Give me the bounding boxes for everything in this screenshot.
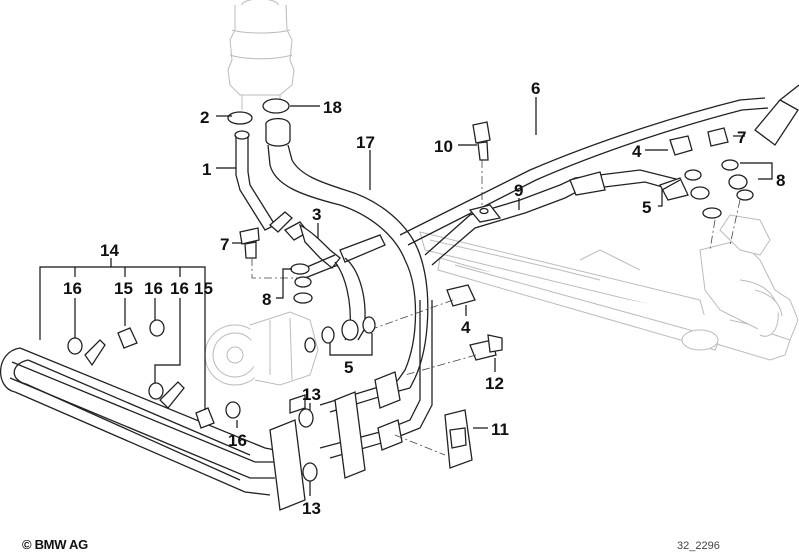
callout-13-bottom[interactable]: 13 <box>302 499 321 518</box>
callout-1[interactable]: 1 <box>202 160 211 179</box>
cooler-lines <box>319 300 433 459</box>
fluid-reservoir-ghost <box>227 0 295 110</box>
callout-13-top[interactable]: 13 <box>302 385 321 404</box>
callout-4-center[interactable]: 4 <box>461 318 471 337</box>
callout-7-left[interactable]: 7 <box>220 235 229 254</box>
line-9 <box>424 169 689 266</box>
callout-14[interactable]: 14 <box>100 241 119 260</box>
callout-16-b[interactable]: 16 <box>144 279 163 298</box>
callout-8-left[interactable]: 8 <box>262 290 271 309</box>
steering-gear-ghost <box>419 214 799 361</box>
callout-12[interactable]: 12 <box>485 374 504 393</box>
callout-4-right[interactable]: 4 <box>632 142 642 161</box>
callout-5-right[interactable]: 5 <box>642 198 651 217</box>
diagram-id: 32_2296 <box>677 540 720 552</box>
flange-plate <box>289 391 366 479</box>
callout-11[interactable]: 11 <box>491 420 509 439</box>
callout-9[interactable]: 9 <box>514 181 523 200</box>
callout-2[interactable]: 2 <box>200 108 209 127</box>
callout-15-b[interactable]: 15 <box>194 279 213 298</box>
callouts: 2 18 1 17 3 6 10 9 7 4 7 5 8 8 5 4 12 11… <box>63 79 785 518</box>
leader-lines <box>39 97 773 496</box>
callout-5-lower[interactable]: 5 <box>344 358 353 377</box>
oil-cooler-14 <box>0 339 306 511</box>
small-parts <box>67 98 754 482</box>
callout-10[interactable]: 10 <box>434 137 453 156</box>
clamp-11 <box>444 409 473 469</box>
callout-3[interactable]: 3 <box>312 205 321 224</box>
installation-lines <box>251 160 741 456</box>
callout-16-c[interactable]: 16 <box>170 279 189 298</box>
line-6 <box>399 84 799 246</box>
callout-16-d[interactable]: 16 <box>228 431 247 450</box>
callout-17[interactable]: 17 <box>356 133 375 152</box>
hose-1 <box>234 130 293 233</box>
copyright-label: © BMW AG <box>22 537 88 552</box>
callout-8-right[interactable]: 8 <box>776 171 785 190</box>
callout-18[interactable]: 18 <box>323 98 342 117</box>
hose-17 <box>265 117 429 389</box>
callout-6[interactable]: 6 <box>531 79 540 98</box>
callout-7-right[interactable]: 7 <box>737 128 746 147</box>
hose-3 <box>283 221 386 341</box>
callout-15-a[interactable]: 15 <box>114 279 133 298</box>
callout-16-a[interactable]: 16 <box>63 279 82 298</box>
power-steering-pump-ghost <box>204 311 319 386</box>
